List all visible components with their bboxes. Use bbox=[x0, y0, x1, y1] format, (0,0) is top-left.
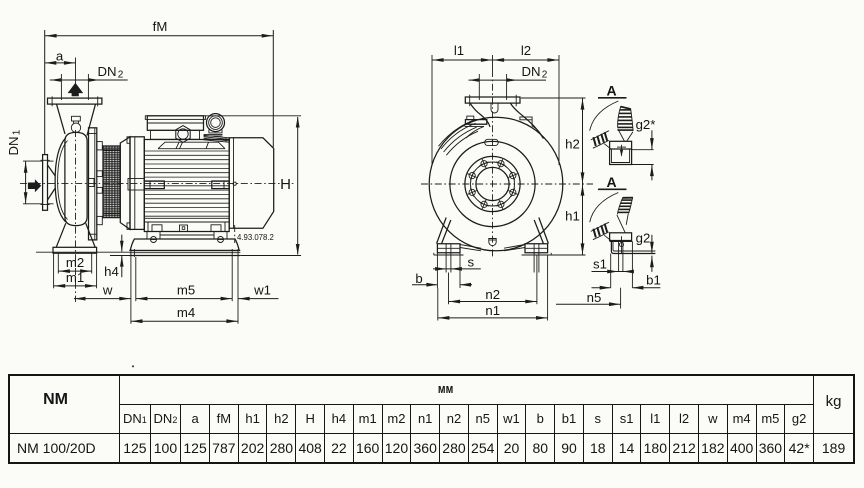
svg-text:m2: m2 bbox=[66, 255, 84, 270]
svg-text:m5: m5 bbox=[177, 283, 195, 298]
svg-text:g2: g2 bbox=[636, 231, 651, 246]
svg-text:DN: DN bbox=[97, 64, 116, 79]
svg-text:a: a bbox=[56, 48, 64, 63]
svg-text:n1: n1 bbox=[485, 303, 500, 318]
svg-text:h4: h4 bbox=[104, 264, 119, 279]
svg-text:n2: n2 bbox=[485, 287, 500, 302]
svg-text:g2*: g2* bbox=[636, 117, 656, 132]
svg-text:w: w bbox=[102, 283, 113, 298]
svg-text:DN: DN bbox=[521, 64, 540, 79]
svg-text:m1: m1 bbox=[66, 270, 84, 285]
svg-text:A: A bbox=[606, 82, 616, 98]
svg-text:A: A bbox=[606, 174, 616, 190]
svg-text:m4: m4 bbox=[177, 305, 195, 320]
svg-text:1: 1 bbox=[12, 129, 23, 135]
svg-text:H: H bbox=[280, 176, 291, 193]
svg-text:s: s bbox=[468, 254, 475, 269]
svg-text:2: 2 bbox=[118, 70, 124, 81]
svg-text:b: b bbox=[415, 271, 422, 286]
svg-text:n5: n5 bbox=[587, 290, 602, 305]
svg-text:b1: b1 bbox=[646, 273, 661, 288]
svg-text:h2: h2 bbox=[565, 136, 580, 151]
svg-text:4.93.078.2: 4.93.078.2 bbox=[237, 233, 274, 242]
svg-text:l1: l1 bbox=[454, 43, 464, 58]
svg-text:w1: w1 bbox=[253, 283, 271, 298]
svg-text:DN: DN bbox=[6, 136, 21, 155]
svg-text:h1: h1 bbox=[565, 208, 580, 223]
svg-text:l2: l2 bbox=[521, 43, 531, 58]
svg-text:fM: fM bbox=[153, 19, 168, 34]
svg-text:2: 2 bbox=[542, 69, 548, 80]
svg-text:s1: s1 bbox=[593, 256, 607, 271]
